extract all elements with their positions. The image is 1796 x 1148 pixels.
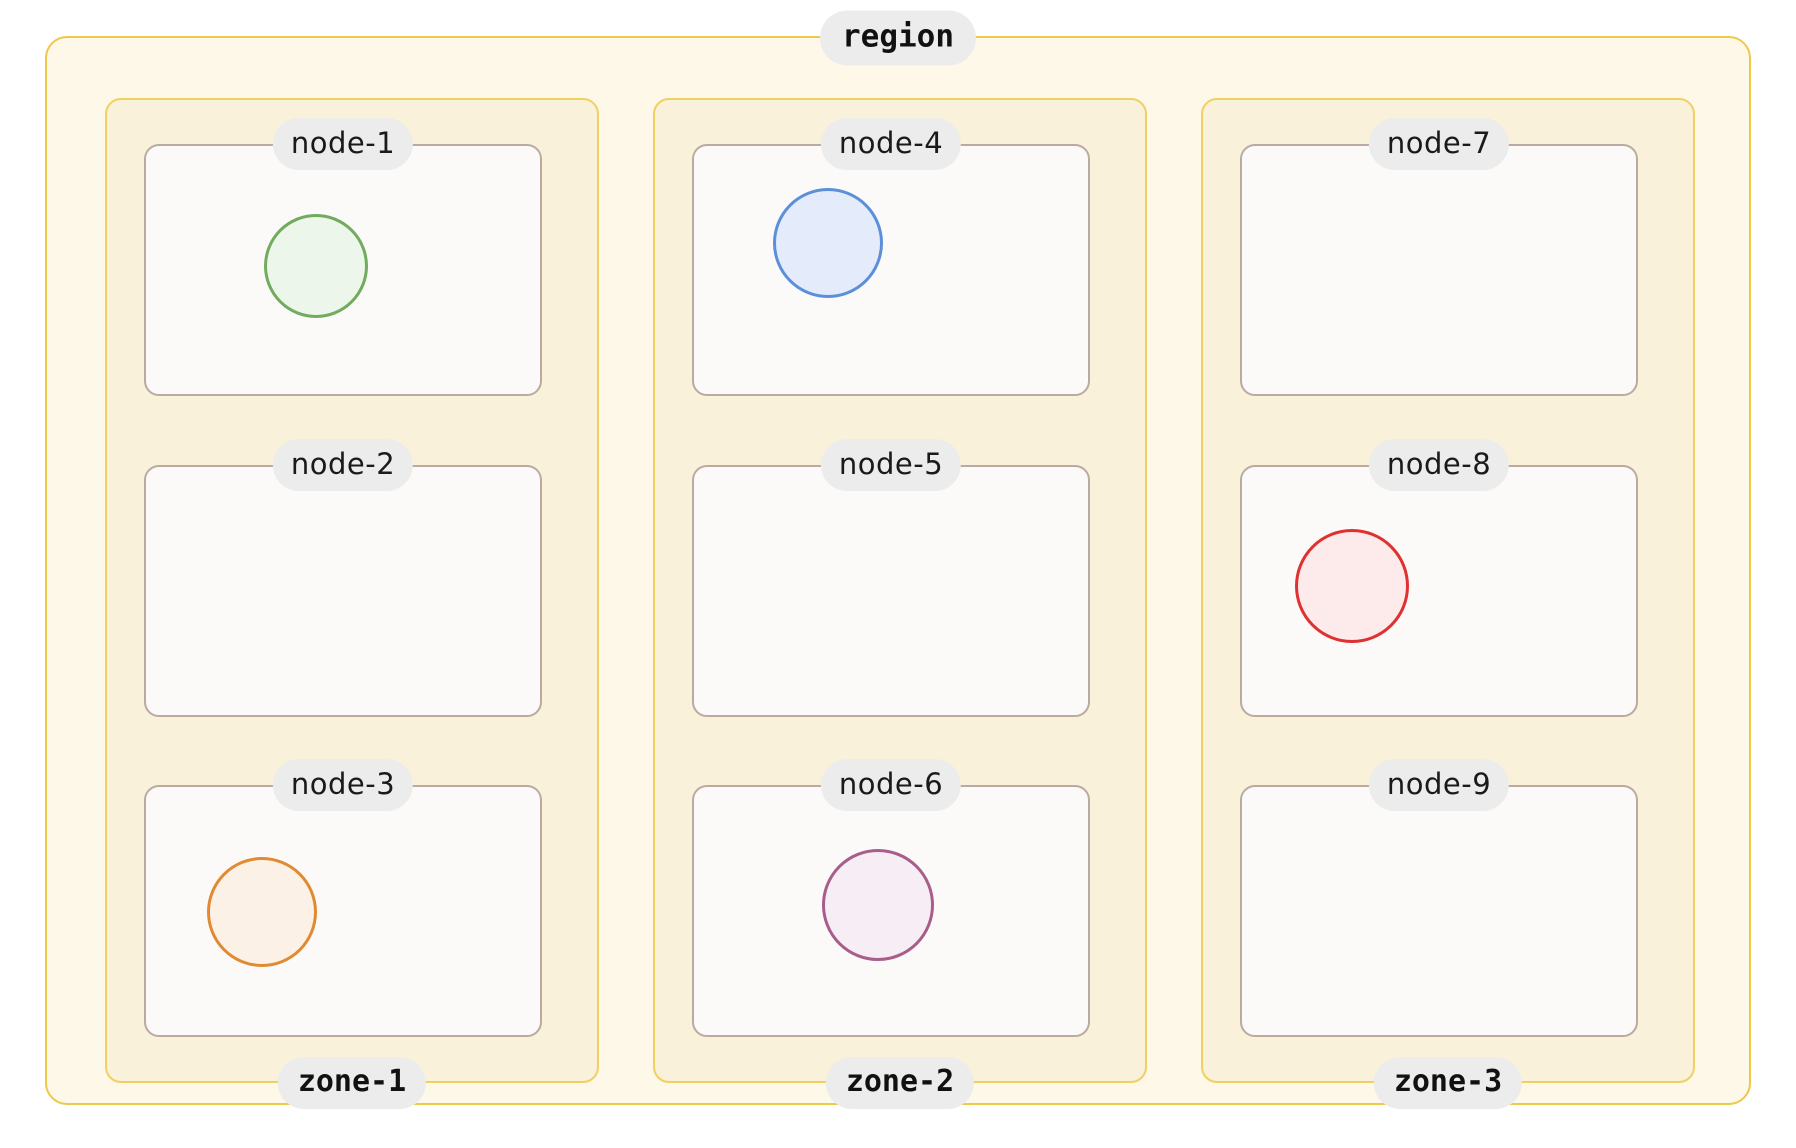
node-box-2[interactable]: node-2 (144, 438, 542, 717)
zone-label-2: zone-2 (825, 1057, 975, 1109)
node-label-5: node-5 (820, 438, 962, 491)
zone-label-3: zone-3 (1373, 1057, 1523, 1109)
zone-row: zone-1 node-1 node-2 node-3 zone-2 node-… (105, 98, 1695, 1109)
node-box-5[interactable]: node-5 (692, 438, 1090, 717)
region-container: region zone-1 node-1 node-2 node-3 zone-… (45, 10, 1751, 1109)
zone-container-1[interactable]: zone-1 node-1 node-2 node-3 (105, 98, 599, 1109)
zone-label-1: zone-1 (277, 1057, 427, 1109)
circle-node-3 (207, 857, 317, 967)
node-box-1[interactable]: node-1 (144, 118, 542, 396)
node-box-4[interactable]: node-4 (692, 118, 1090, 396)
zone-container-3[interactable]: zone-3 node-7 node-8 node-9 (1201, 98, 1695, 1109)
node-label-3: node-3 (272, 759, 414, 811)
node-label-4: node-4 (820, 118, 962, 170)
circle-node-4 (773, 188, 883, 298)
circle-node-6 (822, 849, 934, 961)
node-label-2: node-2 (272, 438, 414, 491)
region-label: region (820, 10, 976, 66)
node-box-6[interactable]: node-6 (692, 759, 1090, 1037)
circle-node-1 (264, 214, 368, 318)
node-label-6: node-6 (820, 759, 962, 811)
node-box-9[interactable]: node-9 (1240, 759, 1638, 1037)
node-label-7: node-7 (1368, 118, 1510, 170)
zone-container-2[interactable]: zone-2 node-4 node-5 node-6 (653, 98, 1147, 1109)
node-box-8[interactable]: node-8 (1240, 438, 1638, 717)
node-label-8: node-8 (1368, 438, 1510, 491)
node-box-7[interactable]: node-7 (1240, 118, 1638, 396)
node-label-1: node-1 (272, 118, 414, 170)
circle-node-8 (1295, 528, 1409, 643)
node-box-3[interactable]: node-3 (144, 759, 542, 1037)
node-label-9: node-9 (1368, 759, 1510, 811)
